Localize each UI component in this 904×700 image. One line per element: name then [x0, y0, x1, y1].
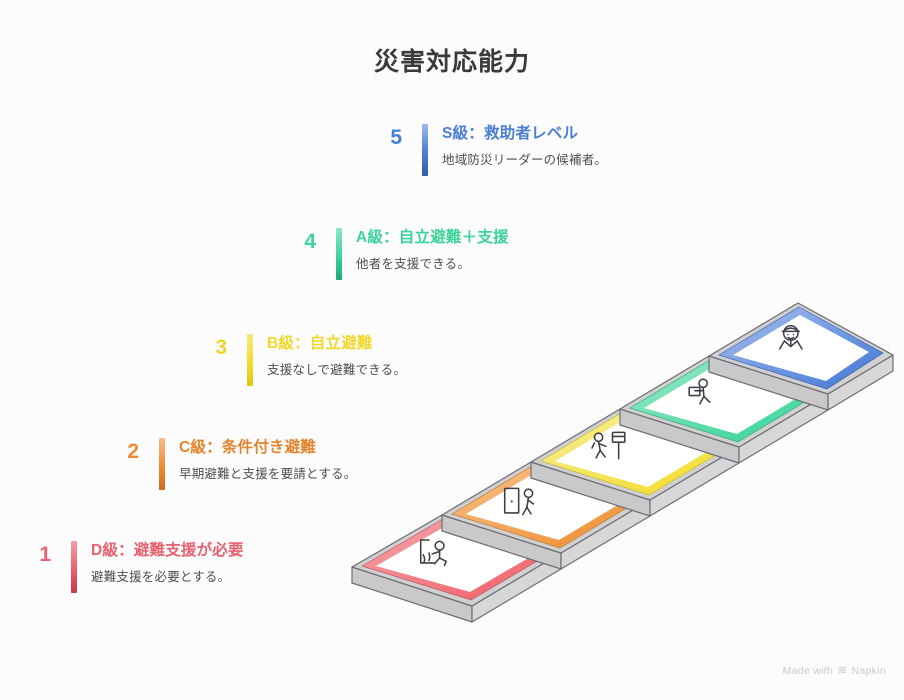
stair-step-5 — [708, 302, 894, 411]
step-desc-1: 避難支援を必要とする。 — [91, 569, 231, 584]
step-title-4: A級：自立避難＋支援 — [356, 229, 509, 246]
step-title-1: D級：避難支援が必要 — [91, 542, 244, 559]
step-number-5: 5 — [390, 126, 402, 149]
person-with-debris-icon — [419, 539, 447, 567]
watermark: Made with ≋ Napkin — [782, 663, 886, 678]
step-label-4: 4 A級：自立避難＋支援 他者を支援できる。 — [282, 228, 509, 280]
step-label-3: 3 B級：自立避難 支援なしで避難できる。 — [193, 334, 406, 386]
step-desc-5: 地域防災リーダーの候補者。 — [442, 152, 608, 167]
step-label-2: 2 C級：条件付き避難 早期避難と支援を要請とする。 — [105, 438, 356, 490]
person-carrying-box-icon — [688, 378, 711, 405]
step-accent-bar-2 — [159, 438, 165, 490]
page-title: 災害対応能力 — [373, 48, 530, 76]
stair-step-2 — [441, 461, 651, 570]
watermark-text: Made with — [782, 665, 834, 677]
rescuer-with-helmet-icon — [778, 325, 803, 350]
step-accent-bar-3 — [247, 334, 253, 386]
step-title-5: S級：救助者レベル — [442, 125, 579, 142]
step-title-2: C級：条件付き避難 — [179, 439, 316, 456]
step-desc-4: 他者を支援できる。 — [356, 256, 471, 271]
stair-step-1 — [351, 514, 562, 623]
step-desc-3: 支援なしで避難できる。 — [267, 362, 407, 377]
step-label-1: 1 D級：避難支援が必要 避難支援を必要とする。 — [17, 541, 244, 593]
step-accent-bar-1 — [71, 541, 77, 593]
stair-step-4 — [619, 355, 829, 464]
napkin-logo-icon: ≋ — [837, 663, 848, 677]
step-number-3: 3 — [215, 336, 227, 359]
step-number-4: 4 — [304, 230, 316, 253]
person-leaving-door-icon — [503, 487, 535, 516]
step-number-1: 1 — [39, 543, 51, 566]
watermark-brand: Napkin — [851, 665, 886, 677]
step-accent-bar-4 — [336, 228, 342, 280]
step-title-3: B級：自立避難 — [267, 335, 373, 352]
step-number-2: 2 — [127, 440, 139, 463]
step-label-5: 5 S級：救助者レベル 地域防災リーダーの候補者。 — [368, 124, 607, 176]
step-desc-2: 早期避難と支援を要請とする。 — [179, 466, 357, 481]
person-walking-with-sign-icon — [591, 431, 626, 460]
step-accent-bar-5 — [422, 124, 428, 176]
stair-step-3 — [530, 408, 740, 517]
